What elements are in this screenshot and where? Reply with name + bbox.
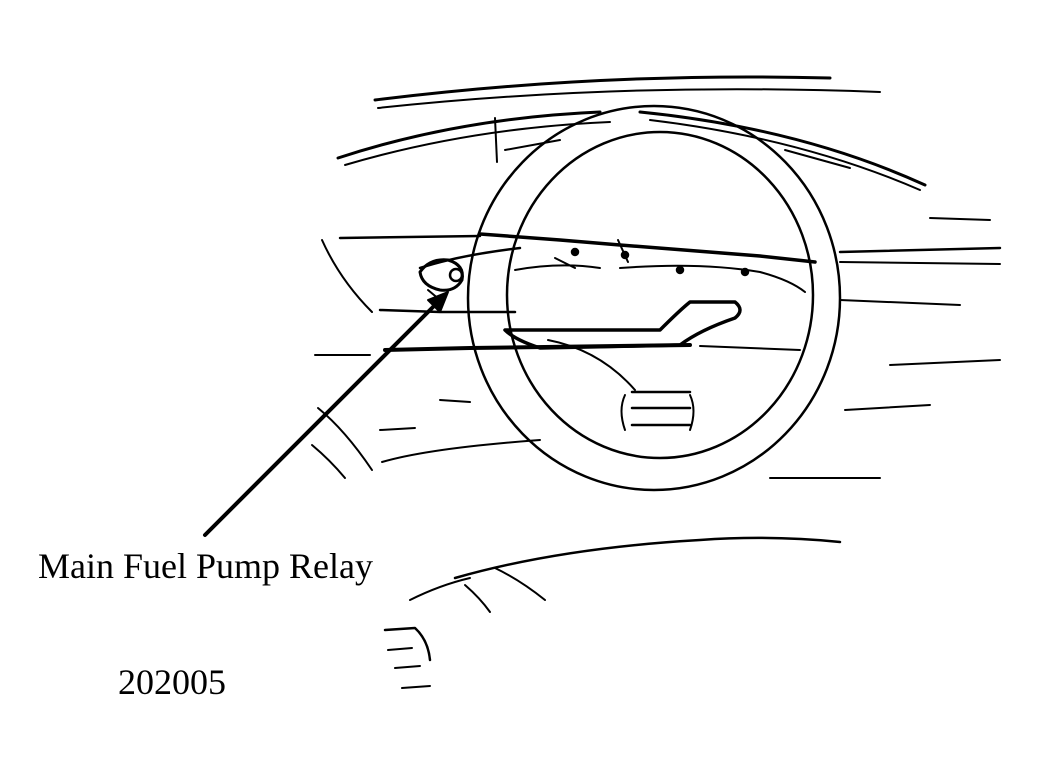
leader-arrow — [203, 291, 449, 537]
instrument-panel — [311, 217, 1002, 479]
console-vent — [383, 626, 432, 689]
fuel-pump-relay — [418, 258, 464, 301]
steering-wheel — [466, 104, 842, 492]
lower-dash — [409, 536, 842, 613]
figure-number: 202005 — [118, 662, 226, 702]
fuel-pump-relay-callout: Main Fuel Pump Relay — [38, 546, 373, 586]
windshield-edge — [336, 75, 927, 191]
